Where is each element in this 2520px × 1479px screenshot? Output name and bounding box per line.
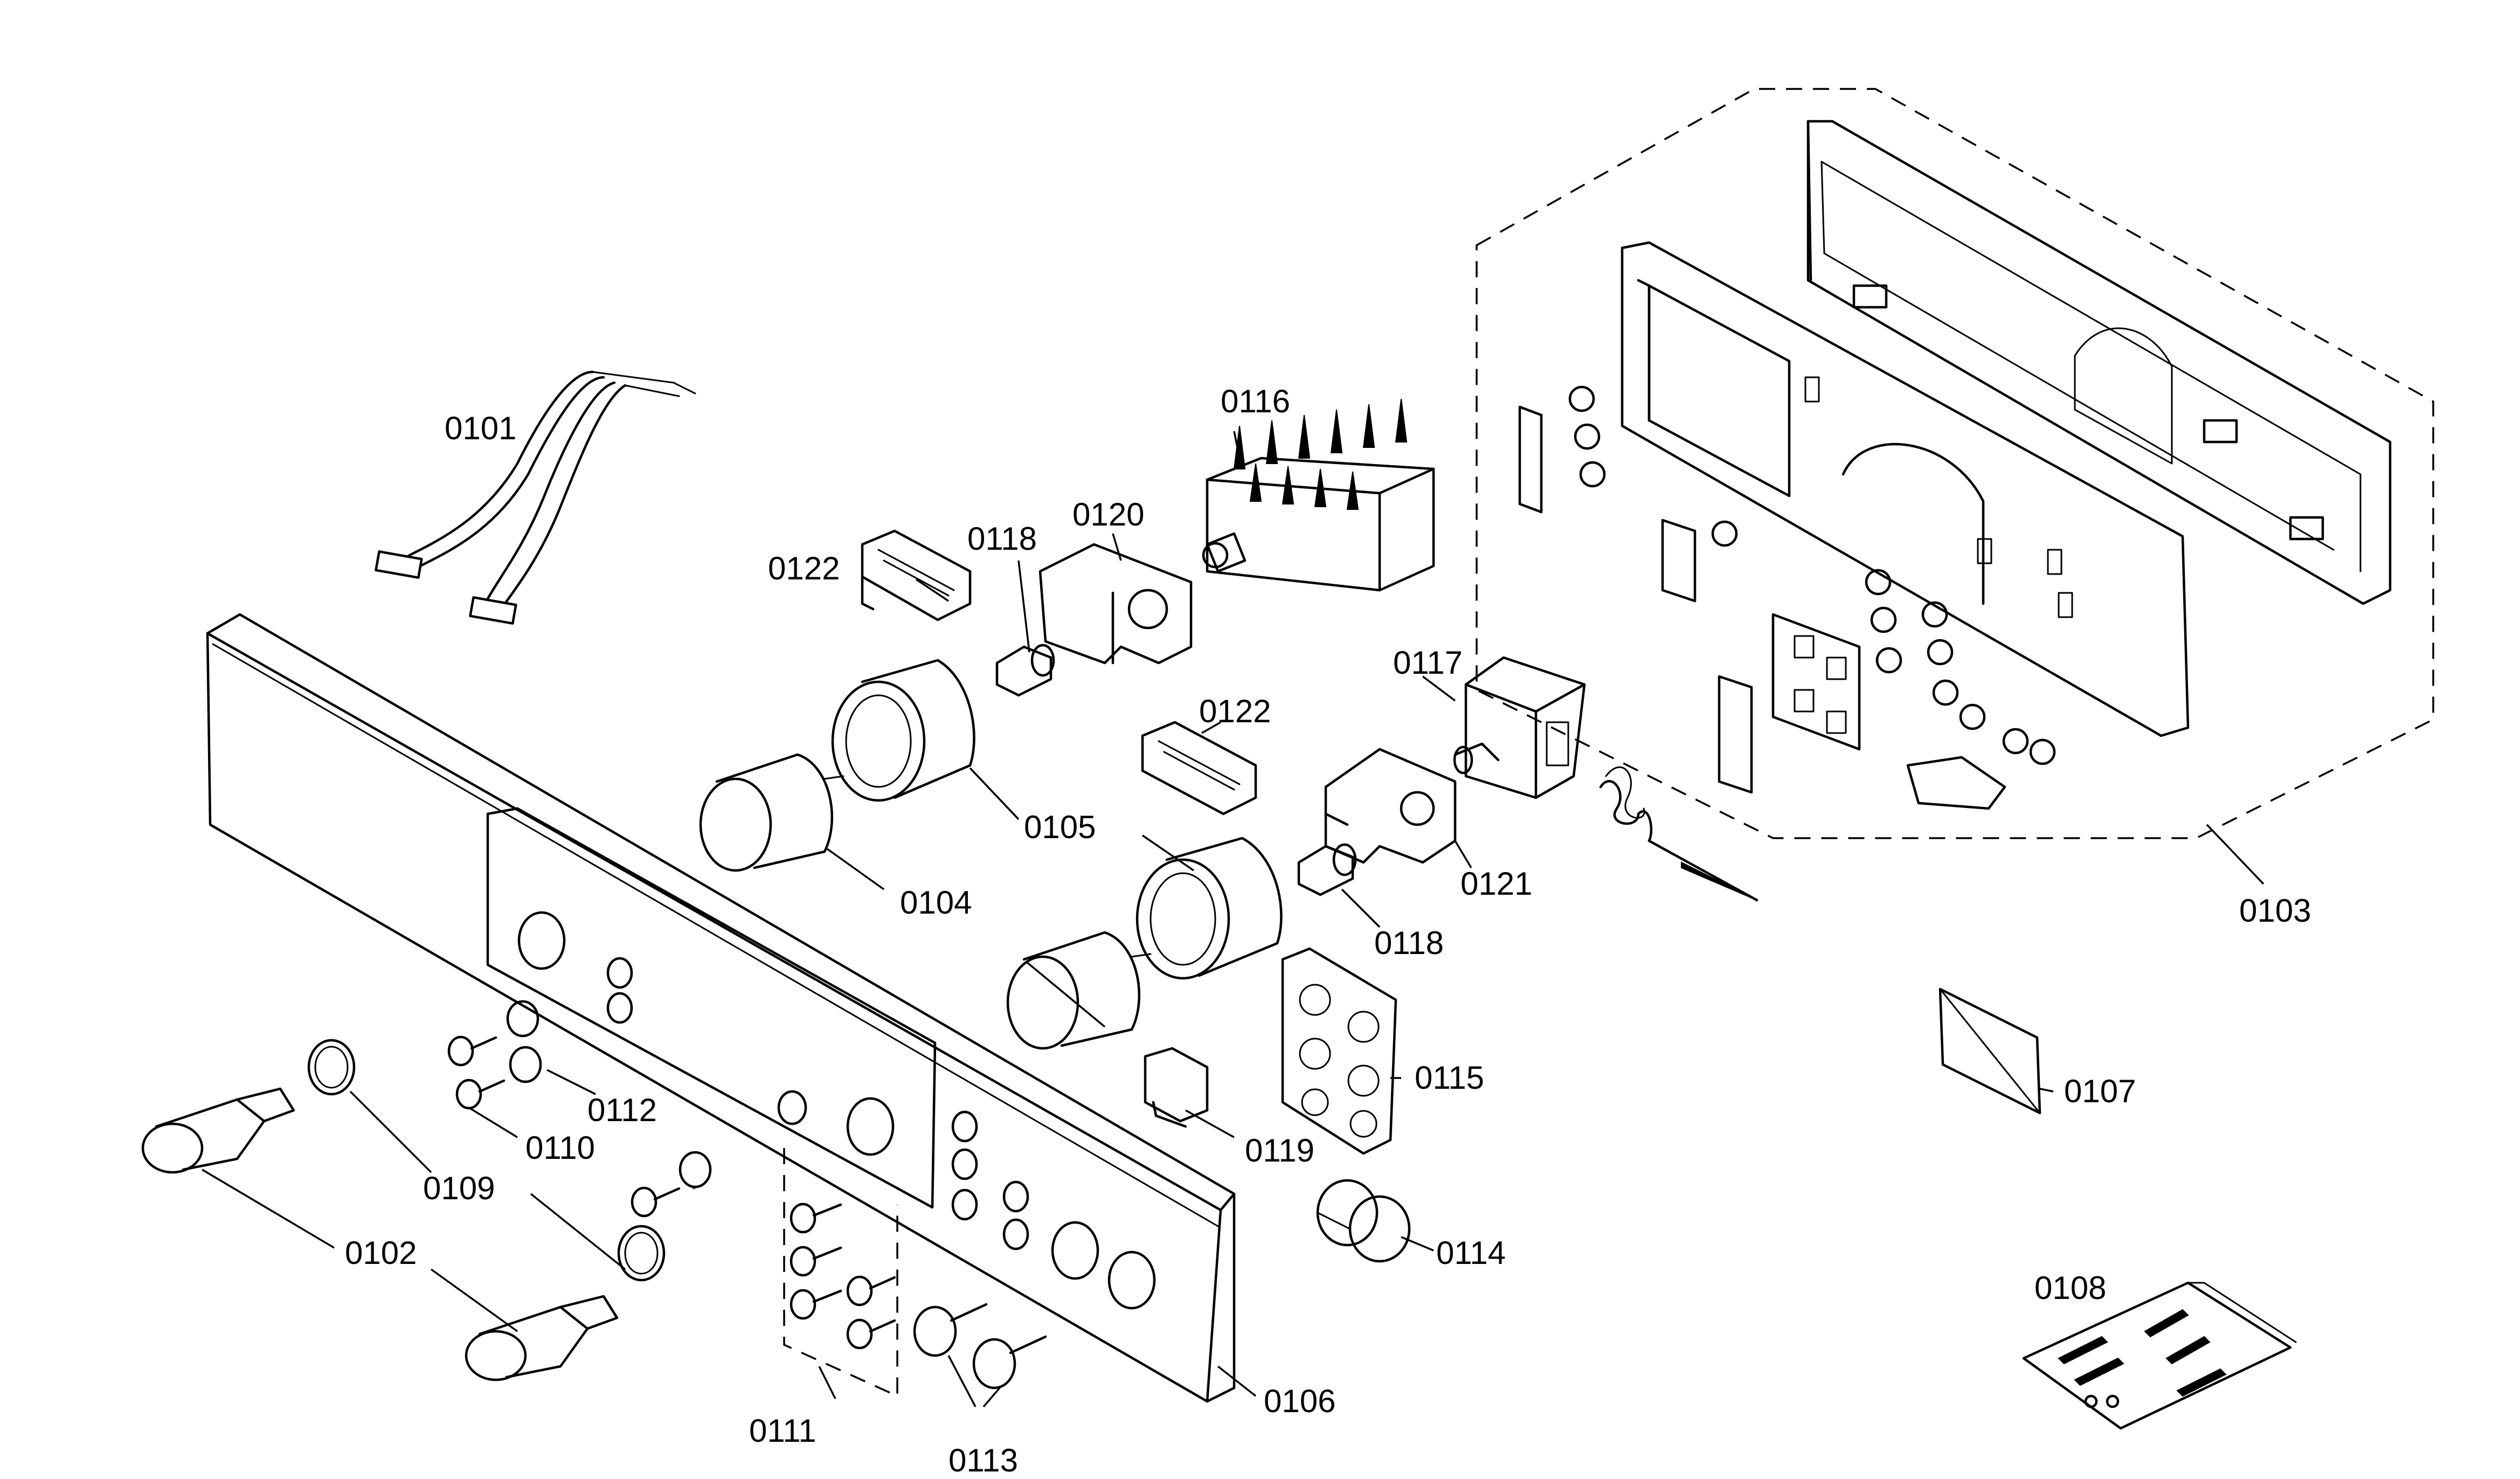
label-0116: 0116 — [1221, 383, 1290, 419]
label-0102: 0102 — [345, 1235, 417, 1271]
clip-0122-upper — [861, 529, 972, 621]
shaft-adapter-0118-upper — [995, 644, 1055, 697]
ring-0109-lower — [617, 1225, 666, 1282]
front-panel-0106 — [206, 613, 1236, 1403]
label-0101: 0101 — [445, 410, 516, 446]
shaft-adapter-0118-lower — [1297, 843, 1357, 896]
label-0108: 0108 — [2034, 1270, 2106, 1306]
knob-sleeve-0105-lower — [1136, 837, 1283, 980]
knob-0104-upper — [699, 753, 844, 872]
label-0118-upper: 0118 — [967, 521, 1037, 557]
label-0111: 0111 — [749, 1413, 816, 1449]
label-0103: 0103 — [2239, 893, 2311, 929]
leader-lines — [202, 431, 2265, 1408]
screw-bag-0108 — [2022, 1281, 2297, 1430]
knob-sleeve-0105-upper — [831, 659, 975, 802]
label-0120: 0120 — [1072, 496, 1144, 533]
clip-0122-lower — [1141, 721, 1257, 815]
bezel-ring-0114 — [1316, 1179, 1411, 1263]
button-0110 — [447, 1035, 681, 1218]
wire-harness-0101 — [375, 370, 696, 625]
thermostat-0117 — [1453, 656, 1759, 902]
label-0119: 0119 — [1245, 1132, 1314, 1169]
label-0117: 0117 — [1393, 645, 1463, 681]
label-0121: 0121 — [1460, 866, 1532, 902]
label-0118-lower: 0118 — [1374, 925, 1444, 961]
label-0122-upper: 0122 — [768, 550, 840, 586]
knob-0104-lower — [1006, 931, 1152, 1050]
label-0113: 0113 — [949, 1442, 1018, 1478]
label-0104: 0104 — [900, 884, 972, 921]
cover-frame-0115 — [1281, 947, 1397, 1155]
label-0109: 0109 — [423, 1170, 495, 1206]
label-0110: 0110 — [525, 1130, 595, 1166]
label-0106: 0106 — [1264, 1383, 1335, 1419]
label-sheet-0107 — [1939, 987, 2041, 1115]
part-labels: 0101 0116 0118 0120 0122 0117 0122 0105 … — [345, 383, 2311, 1478]
label-0115: 0115 — [1415, 1060, 1484, 1096]
selector-switch-0116 — [1202, 398, 1435, 592]
bracket-0120 — [1039, 543, 1193, 665]
knob-0102-lower — [465, 1295, 619, 1381]
label-0122-lower: 0122 — [1199, 693, 1271, 729]
control-module-0103 — [1476, 88, 2434, 839]
label-0105: 0105 — [1024, 809, 1096, 845]
clip-0119 — [1144, 1047, 1209, 1128]
button-group-0111 — [783, 1148, 898, 1398]
ring-0112 — [506, 1000, 712, 1188]
knob-0102-upper — [141, 1087, 295, 1174]
ring-0109-upper — [307, 1039, 356, 1096]
button-0113 — [913, 1303, 1047, 1390]
label-0114: 0114 — [1436, 1235, 1506, 1271]
label-0107: 0107 — [2064, 1073, 2136, 1109]
label-0112: 0112 — [587, 1092, 657, 1128]
